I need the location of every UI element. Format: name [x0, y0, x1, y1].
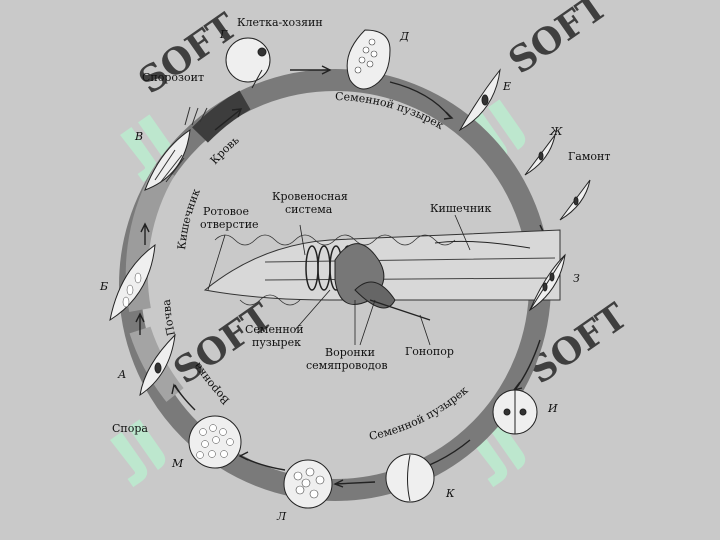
host-cell — [225, 37, 271, 83]
stage-letter-b: Б — [99, 280, 108, 293]
arrow-blood — [214, 109, 241, 131]
stage-letter-zh: Ж — [549, 125, 563, 138]
stage-letter-v: В — [134, 130, 143, 143]
stage-e-cell — [458, 68, 501, 132]
stage-letter-g: Г — [219, 28, 228, 41]
stage-v-cell — [144, 128, 191, 191]
mouth-label-1: Ротовое — [203, 205, 249, 218]
inner-vesicle-label-2: пузырек — [252, 336, 301, 349]
arrow-bottom — [334, 481, 376, 485]
host-cell-label: Клетка-хозяин — [237, 16, 323, 29]
arrow-head — [238, 451, 249, 461]
stage-letter-d: Д — [399, 30, 410, 43]
stage-letter-k: К — [445, 487, 455, 500]
seminal-vesicle-bottom-label: Семенной пузырек — [368, 384, 471, 443]
leader-lines — [207, 214, 471, 346]
stage-d-cell — [346, 29, 391, 90]
arrow-head — [333, 479, 344, 488]
blood-label: Кровь — [208, 133, 242, 167]
worm-outline-bottom — [239, 294, 301, 306]
arrow-head — [135, 312, 145, 323]
sporozoites — [184, 106, 208, 126]
stage-letter-i: И — [547, 402, 558, 415]
soil-label: Почва — [160, 298, 178, 337]
sperm-duct — [369, 299, 431, 321]
earthworm-illustration — [203, 229, 561, 321]
arrow-head — [321, 65, 332, 75]
mouth-label-2: отверстие — [200, 218, 259, 231]
arrow-head — [171, 383, 180, 395]
watermark-text: SOFT — [501, 0, 615, 82]
stage-letter-l: Л — [276, 510, 287, 523]
arrow-head — [140, 222, 150, 233]
seminal-vesicle-2 — [354, 281, 396, 309]
intestine-worm-label: Кишечник — [430, 202, 492, 215]
arrow-head — [443, 111, 454, 120]
circulatory-label-1: Кровеносная — [272, 190, 348, 203]
watermark-logo — [110, 419, 166, 488]
circulatory-label-2: система — [285, 203, 333, 216]
funnels-label-1: Воронки — [325, 346, 375, 359]
funnels-label-2: семяпроводов — [306, 359, 388, 372]
stage-letter-m: М — [171, 457, 184, 470]
intestine-pointer-curve — [434, 240, 531, 249]
watermark-logo — [470, 419, 526, 488]
stage-cells — [109, 29, 591, 509]
spore-label: Спора — [112, 422, 148, 435]
stage-letter-z: З — [573, 272, 580, 285]
inner-vesicle-label-1: Семенной — [245, 323, 304, 336]
stage-b-cell — [109, 243, 156, 322]
stage-letter-a: А — [117, 368, 126, 381]
sporozoite-label: Спорозоит — [142, 71, 204, 84]
worm-outline-top — [214, 234, 456, 246]
blood-segment — [192, 90, 251, 143]
intestine-ring-label: Кишечник — [175, 187, 203, 251]
intestine-tube — [264, 257, 556, 281]
gonopore-label: Гонопор — [405, 345, 454, 358]
stage-letter-e: Е — [502, 80, 511, 93]
arrow-head — [231, 108, 243, 118]
gamont-label: Гамонт — [568, 150, 610, 163]
stage-k-cyst — [385, 453, 435, 503]
